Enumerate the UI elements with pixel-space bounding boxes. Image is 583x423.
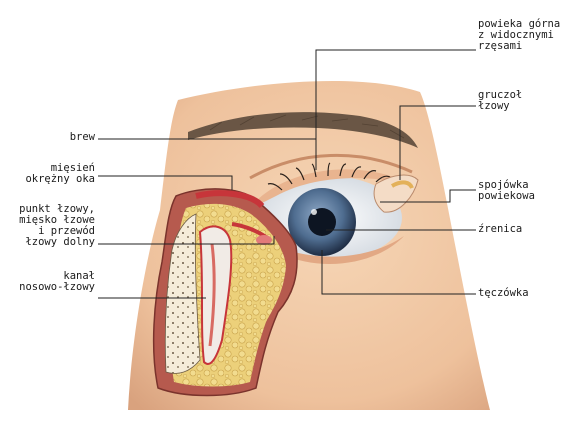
leader-lines (98, 49, 476, 299)
nasolacrimal-bone (164, 213, 201, 374)
label-zrenica: źrenica (478, 223, 523, 235)
label-teczowka: tęczówka (478, 287, 529, 299)
label-brew: brew (69, 131, 95, 143)
upper-eyelid-fold (249, 153, 413, 180)
orbicularis-muscle (195, 190, 265, 209)
eyelashes (267, 162, 391, 191)
lacrimal-caruncle (256, 235, 272, 245)
eyebrow (188, 112, 418, 148)
pupil (308, 208, 336, 236)
nasolacrimal-duct (198, 225, 233, 365)
